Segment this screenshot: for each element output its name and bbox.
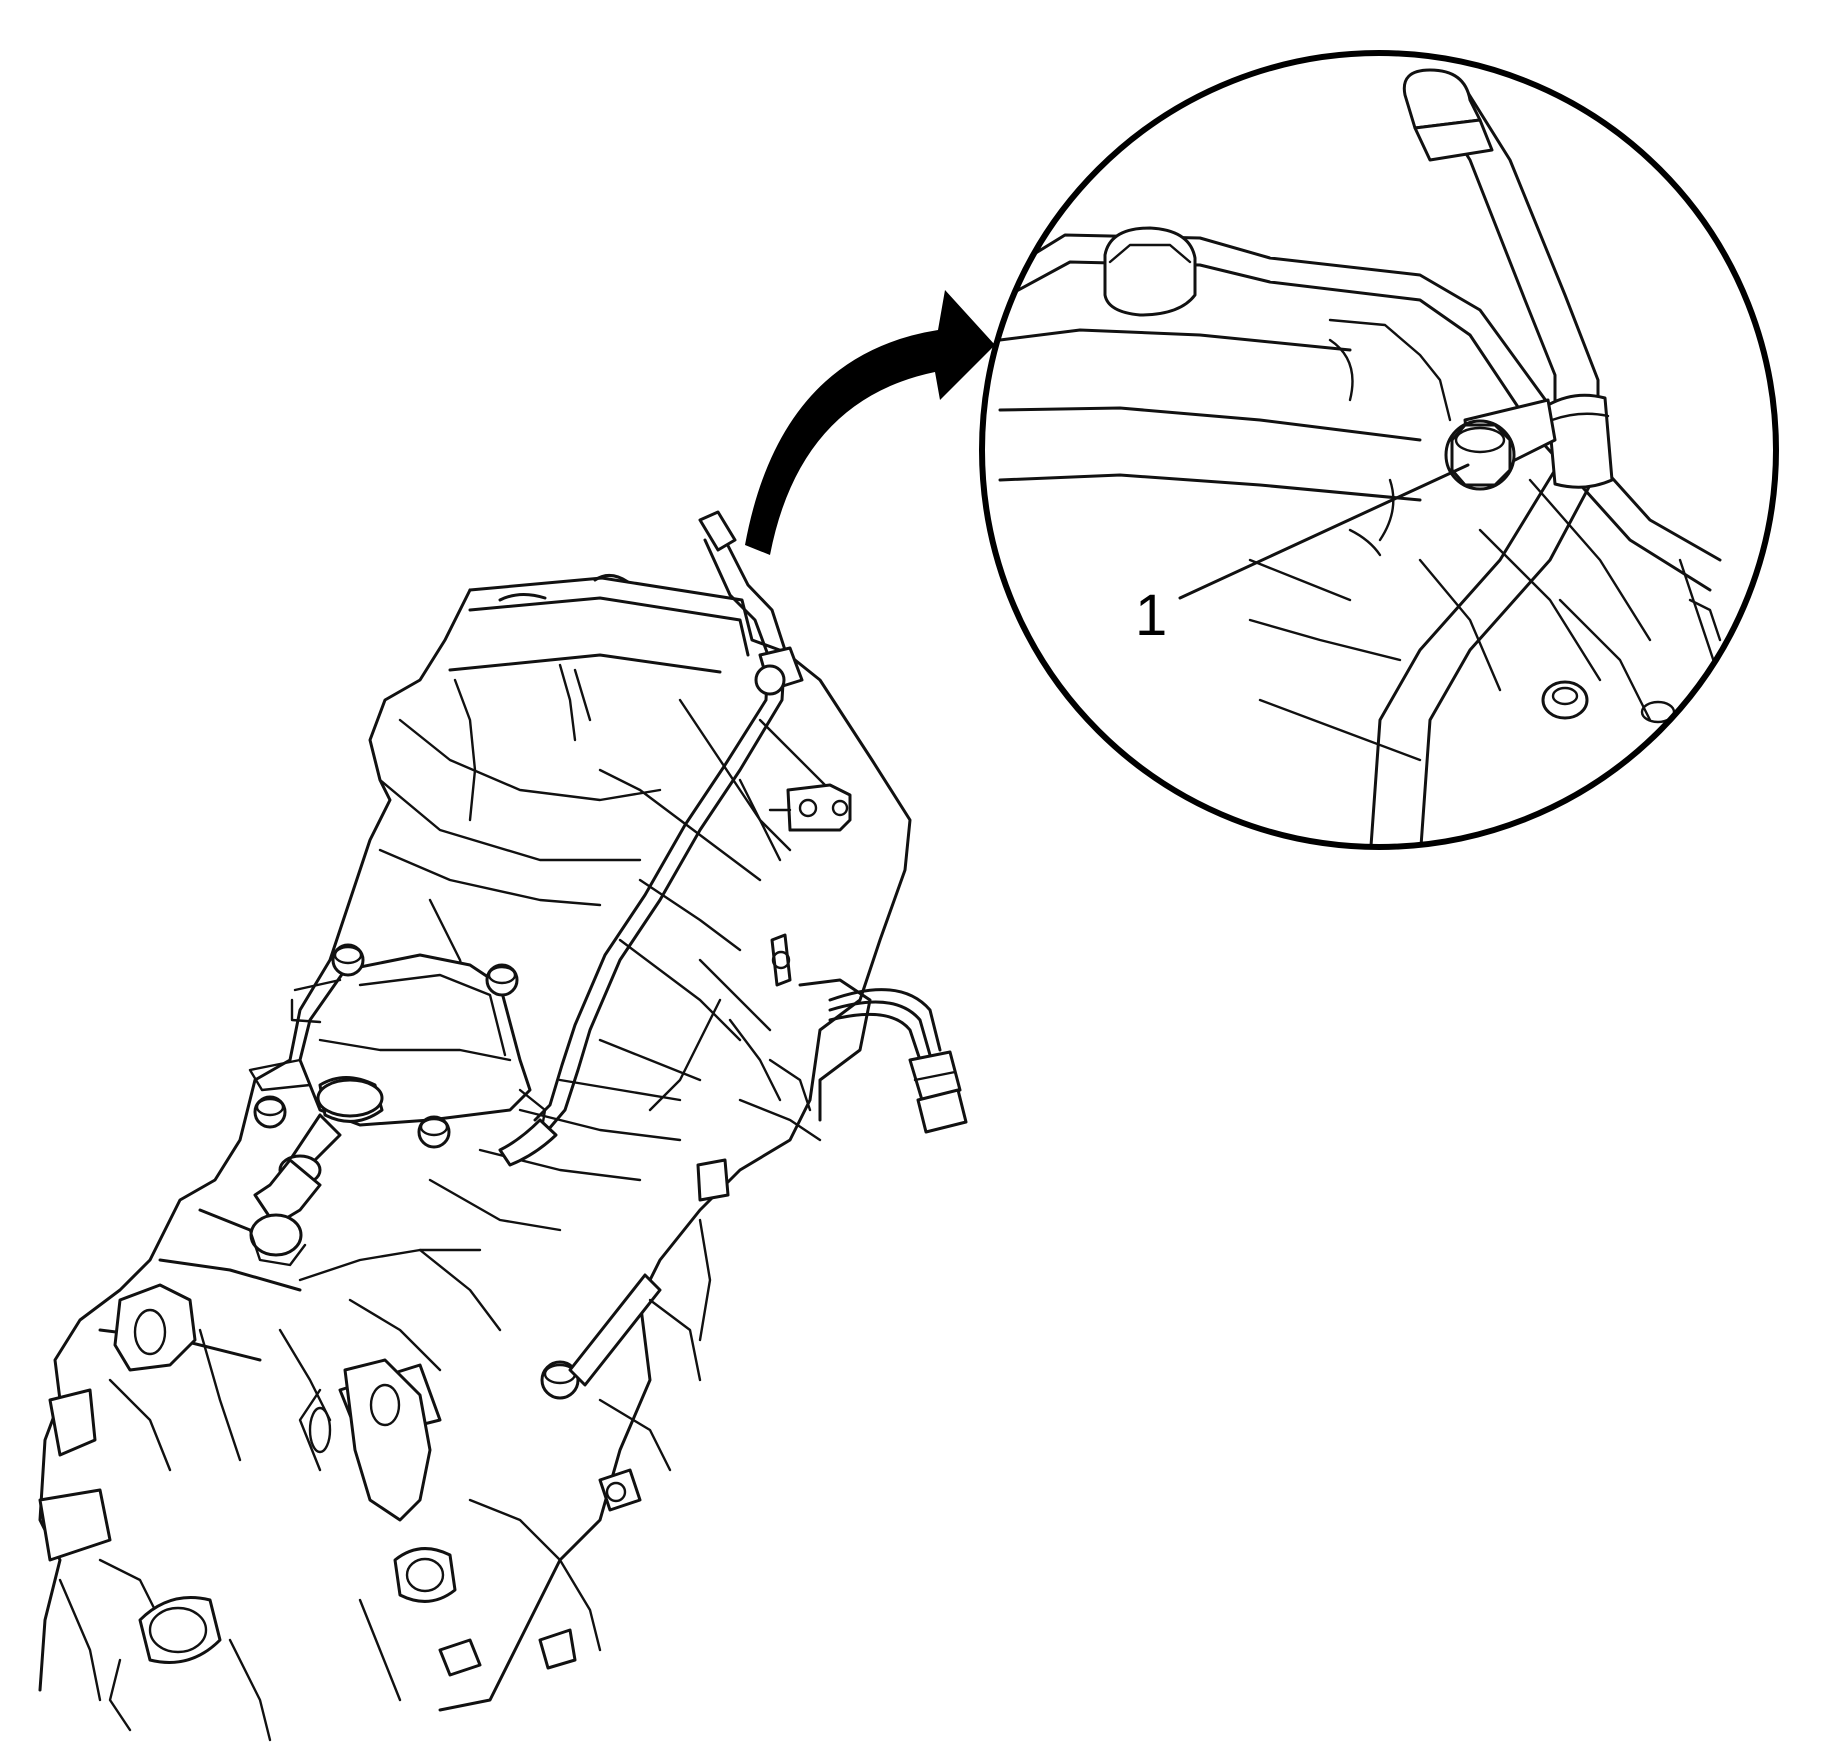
callout-1: 1 [1135, 463, 1470, 648]
transmission-assembly [38, 510, 968, 1742]
inset-border [979, 50, 1779, 850]
callout-1-leader-line [1178, 463, 1470, 600]
wiring-harness [828, 988, 968, 1134]
detail-inset [979, 50, 1779, 850]
dipstick-tube [498, 510, 804, 1167]
shifter-bolts [253, 943, 519, 1149]
callout-1-label: 1 [1135, 583, 1167, 648]
zoom-arrow [745, 290, 995, 555]
bracket-bolt [1444, 419, 1516, 491]
